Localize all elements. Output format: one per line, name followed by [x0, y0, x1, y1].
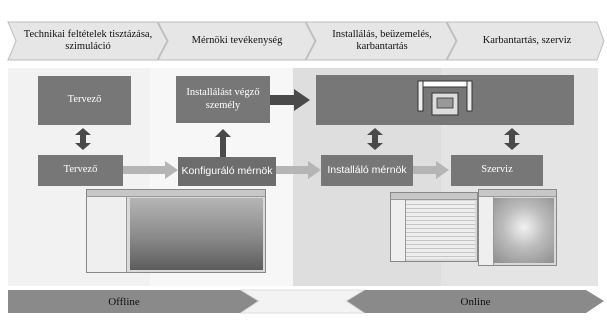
installing-engineer-box: Installáló mérnök — [321, 155, 413, 186]
double-arrow-installer — [367, 128, 383, 150]
offline-chevron — [8, 290, 258, 313]
phase-label-1: Technikai feltételek tisztázása, szimulá… — [23, 28, 153, 52]
arrow-config-to-installing — [276, 161, 321, 179]
service-software-screenshot — [478, 189, 557, 266]
arrow-installer-to-machine — [270, 89, 310, 111]
phase-label-2: Mérnöki tevékenység — [191, 34, 283, 46]
phase-chevron-2 — [157, 21, 316, 61]
double-arrow-service — [504, 128, 520, 150]
designer-box-bottom: Tervező — [38, 155, 123, 186]
simulation-software-screenshot — [86, 189, 266, 273]
phase-chevron-4 — [446, 21, 605, 61]
configuring-engineer-box: Konfiguráló mérnök — [178, 157, 276, 186]
up-arrow-config — [215, 129, 231, 157]
phase-label-3: Installálás, beüzemelés, karbantartás — [332, 28, 432, 52]
machine-icon — [417, 80, 473, 116]
service-box: Szerviz — [451, 155, 543, 186]
transition-chevron — [239, 289, 366, 314]
phase-chevron-1 — [7, 21, 168, 61]
designer-box-top: Tervező — [38, 76, 131, 125]
arrow-installing-to-service — [413, 161, 449, 179]
online-chevron — [347, 290, 604, 313]
double-arrow-designer — [75, 128, 91, 150]
installer-person-box: Installálást végző személy — [176, 76, 270, 123]
phase-label-4: Karbantartás, szerviz — [482, 34, 572, 46]
online-label: Online — [460, 296, 491, 308]
machine-box — [316, 75, 574, 125]
arrow-designer-to-config — [123, 161, 178, 179]
installation-software-screenshot — [390, 192, 478, 262]
offline-label: Offline — [108, 296, 140, 308]
phase-chevron-3 — [305, 21, 457, 61]
